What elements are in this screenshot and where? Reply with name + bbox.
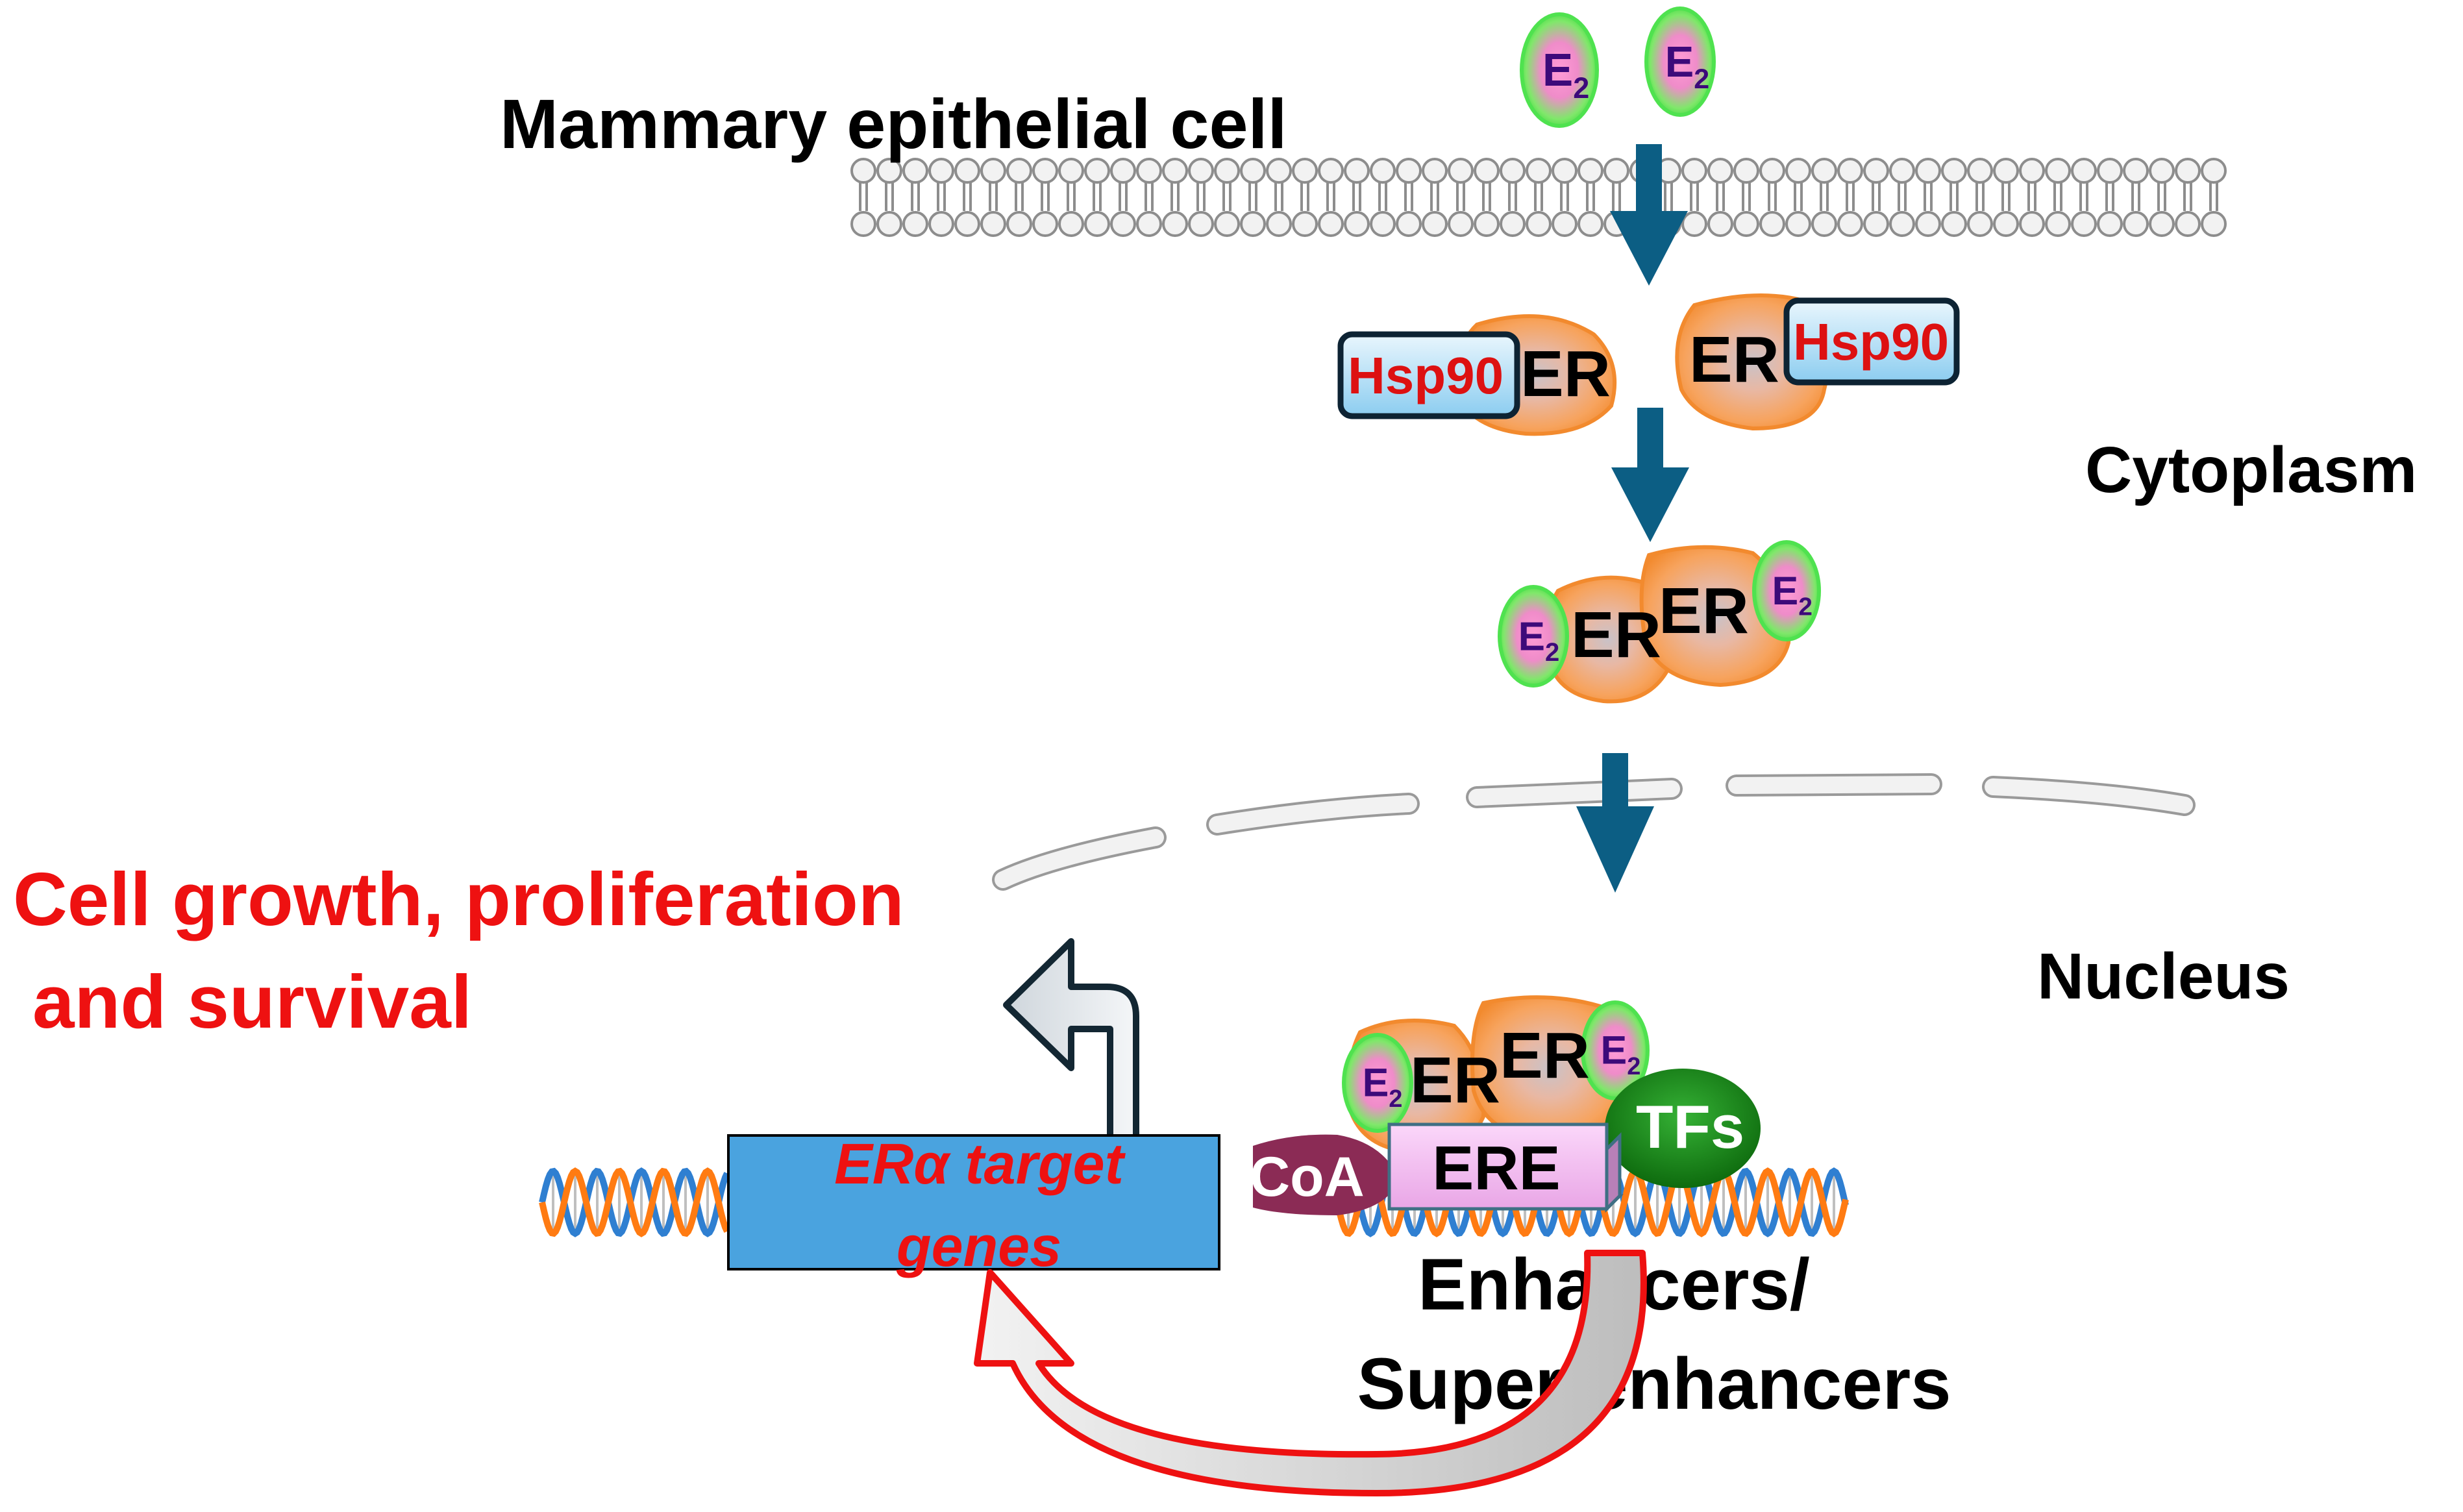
e2-molecule: E2 [1752,540,1821,641]
e2-label: E2 [1518,614,1560,667]
tfs-label: TFs [1636,1093,1744,1161]
hsp90-label: Hsp90 [1793,313,1949,371]
enhancer-complex: CoA E2 E2 ER ER TFs ERE [1250,995,1761,1215]
cytoplasm-label: Cytoplasm [2085,434,2417,506]
hsp90-box [1783,297,1960,386]
ere-element: ERE [1387,1122,1624,1213]
e2-label: E2 [1601,1028,1641,1080]
nuclear-envelope [992,773,2196,891]
cell-title: Mammary epithelial cell [500,84,1287,163]
er-label: ER [1659,575,1749,647]
hsp90-label: Hsp90 [1348,347,1504,404]
transcription-bent-arrow [1003,938,1139,1143]
er-label: ER [1500,1019,1590,1092]
era-target-genes-box: ERα target genes [727,1132,1220,1278]
dna-double-helix-left [539,1167,730,1237]
er-label: ER [1571,599,1661,671]
e2-molecule: E2 [1581,1000,1650,1100]
e2-label: E2 [1665,38,1710,95]
e2-molecule-free-1: E2 [1520,12,1599,128]
enhancers-label-line2: Super-enhancers [1357,1343,1951,1424]
outcome-label-line2: and survival [32,960,472,1044]
er-hsp90-complex-left: ER Hsp90 [1337,314,1617,436]
target-genes-line2: genes [896,1214,1061,1278]
translocation-arrow-2 [1611,408,1689,542]
transcription-factors: TFs [1605,1069,1761,1188]
coa-label: CoA [1250,1146,1365,1208]
er-label: ER [1410,1044,1500,1117]
e2-molecule: E2 [1342,1033,1413,1133]
e2-molecule: E2 [1498,585,1569,688]
target-genes-line1: ERα target [834,1132,1126,1196]
cell-membrane [850,158,2227,237]
translocation-arrow-1 [1610,144,1688,286]
enhancer-looping-arrow [974,1250,1647,1496]
e2-molecule-free-2: E2 [1644,6,1716,117]
coactivator: CoA [1250,1134,1399,1215]
er-dimer-cytoplasm: E2 E2 ER ER [1498,540,1821,704]
er-hsp90-complex-right: ER Hsp90 [1675,293,1960,431]
nucleus-label: Nucleus [2037,940,2290,1013]
outcome-label-line1: Cell growth, proliferation [13,857,904,941]
translocation-arrow-3 [1576,753,1654,893]
hsp90-box [1337,331,1520,419]
er-label: ER [1520,338,1611,410]
ere-label: ERE [1432,1134,1560,1203]
er-label: ER [1689,323,1779,396]
